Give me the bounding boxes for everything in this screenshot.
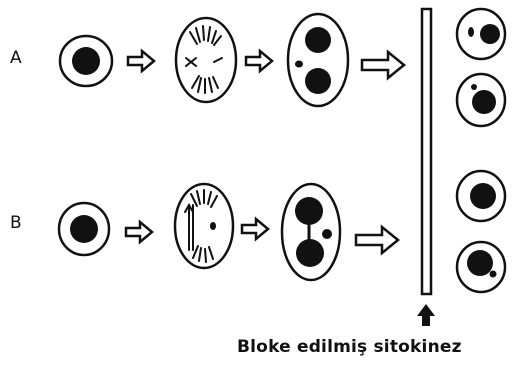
row-a-daughter-cell-2 bbox=[457, 74, 505, 126]
row-b-arrow-2 bbox=[242, 219, 268, 239]
row-b bbox=[59, 171, 505, 292]
row-a-mitosis-cell bbox=[176, 18, 236, 102]
row-b-telophase-cell bbox=[282, 184, 340, 280]
row-a-arrow-2 bbox=[246, 51, 272, 71]
row-a bbox=[60, 9, 505, 126]
row-a-arrow-3 bbox=[362, 52, 404, 78]
row-a-arrow-1 bbox=[128, 51, 154, 71]
row-b-interphase-cell bbox=[59, 203, 109, 255]
cytokinesis-block-bar bbox=[422, 9, 431, 294]
row-a-daughter-cell-1 bbox=[457, 9, 505, 59]
row-b-daughter-cell-2 bbox=[457, 242, 505, 292]
row-b-mitosis-cell bbox=[175, 184, 233, 268]
row-b-arrow-3 bbox=[356, 227, 398, 253]
row-b-arrow-1 bbox=[126, 222, 152, 242]
row-b-daughter-cell-1 bbox=[457, 171, 505, 221]
row-a-telophase-cell bbox=[288, 14, 348, 106]
row-a-interphase-cell bbox=[60, 36, 112, 86]
block-indicator-arrow bbox=[417, 304, 435, 326]
blocked-cytokinesis-caption: Bloke edilmiş sitokinez bbox=[237, 337, 462, 357]
